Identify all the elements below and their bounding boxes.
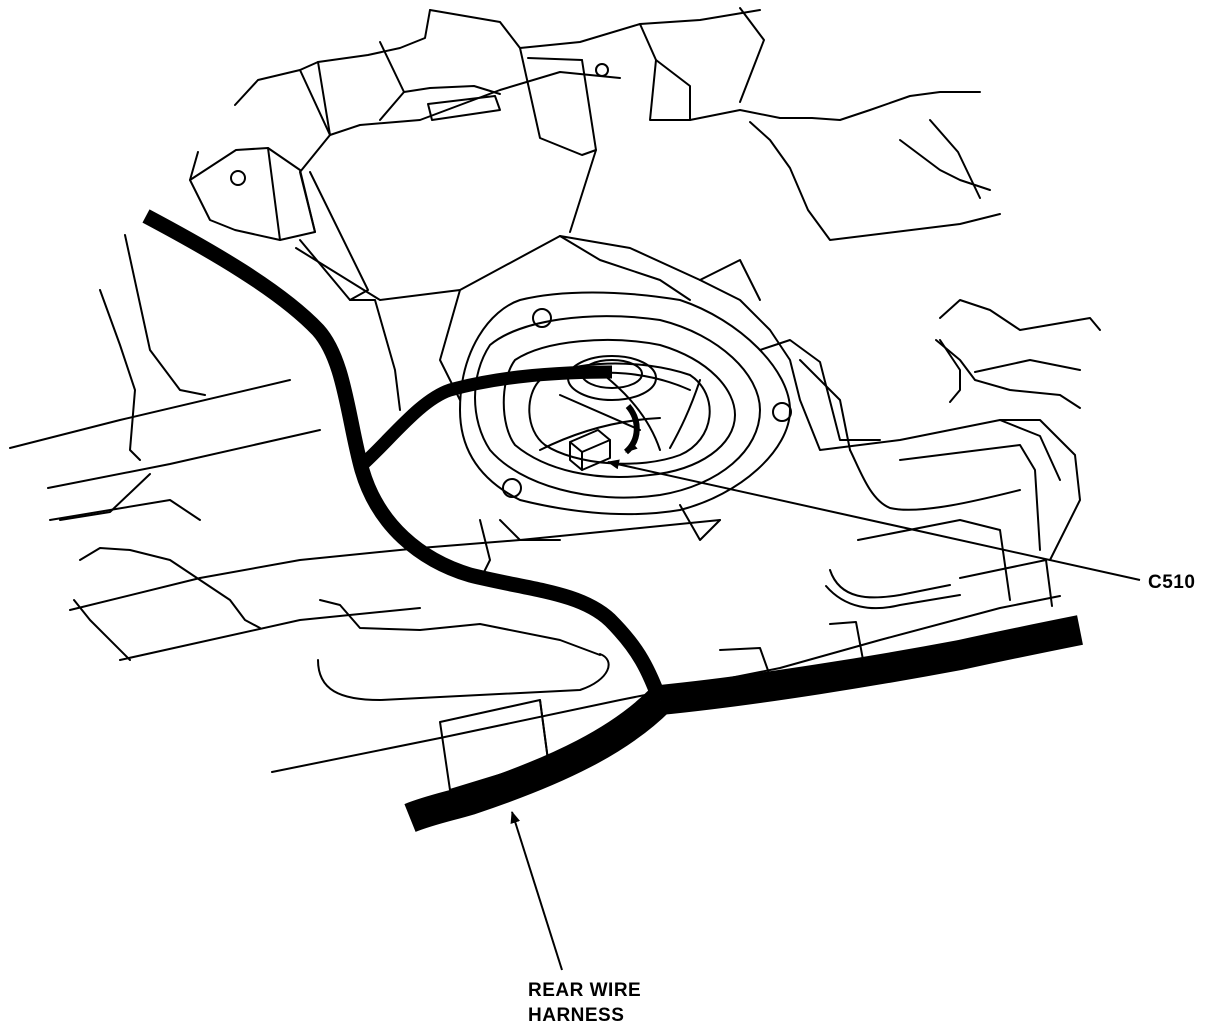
c510-leader-line — [607, 459, 1141, 581]
rear-wire-harness — [142, 209, 1083, 833]
harness-label-line1: REAR WIRE — [528, 980, 642, 1001]
connector-c510-label: C510 — [1148, 572, 1196, 593]
harness-lower-branch — [404, 689, 671, 833]
floor-panel-outline — [9, 7, 1101, 791]
harness-upper-branch — [142, 209, 667, 703]
harness-right-branch — [658, 615, 1083, 715]
harness-label-line2: HARNESS — [528, 1005, 625, 1026]
harness-leader-line — [510, 811, 563, 971]
harness-grommet-branch — [357, 365, 613, 470]
routing-arrow — [623, 404, 640, 455]
rear-wire-harness-label: REAR WIRE HARNESS — [528, 978, 641, 1028]
